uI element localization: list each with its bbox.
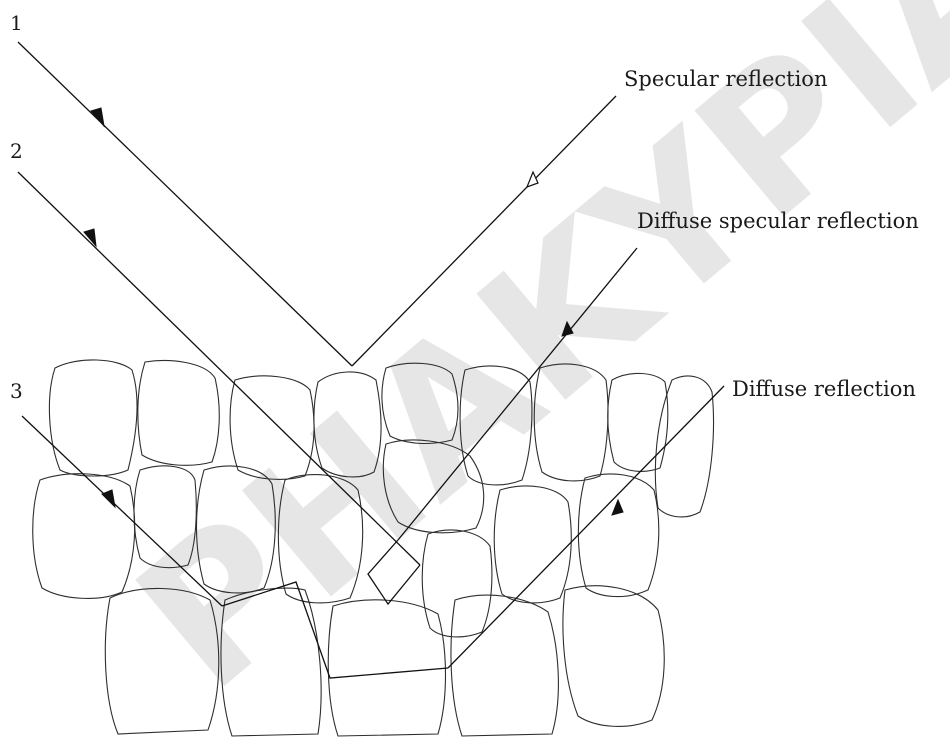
arrow-head-icon (102, 490, 115, 507)
open-arrow-head-icon (527, 172, 538, 187)
arrow-head-icon (91, 108, 104, 126)
ray-2-label: 2 (10, 139, 23, 163)
grain-cell (578, 474, 658, 597)
watermark-text: PHAKYPIAK (98, 0, 950, 732)
specular-reflection-label: Specular reflection (624, 67, 827, 91)
diffuse-reflection-label: Diffuse reflection (732, 377, 916, 401)
grain-cell (563, 586, 664, 727)
incident-ray-1 (18, 42, 352, 366)
diffuse-specular-reflection-label: Diffuse specular reflection (637, 209, 919, 233)
watermark: PHAKYPIAK (98, 0, 950, 732)
ray-3-label: 3 (10, 379, 23, 403)
ray-1-label: 1 (10, 11, 23, 35)
arrow-head-icon (612, 500, 623, 515)
grain-cell (138, 361, 219, 466)
grain-cell (451, 595, 558, 736)
grain-cell (49, 360, 137, 476)
